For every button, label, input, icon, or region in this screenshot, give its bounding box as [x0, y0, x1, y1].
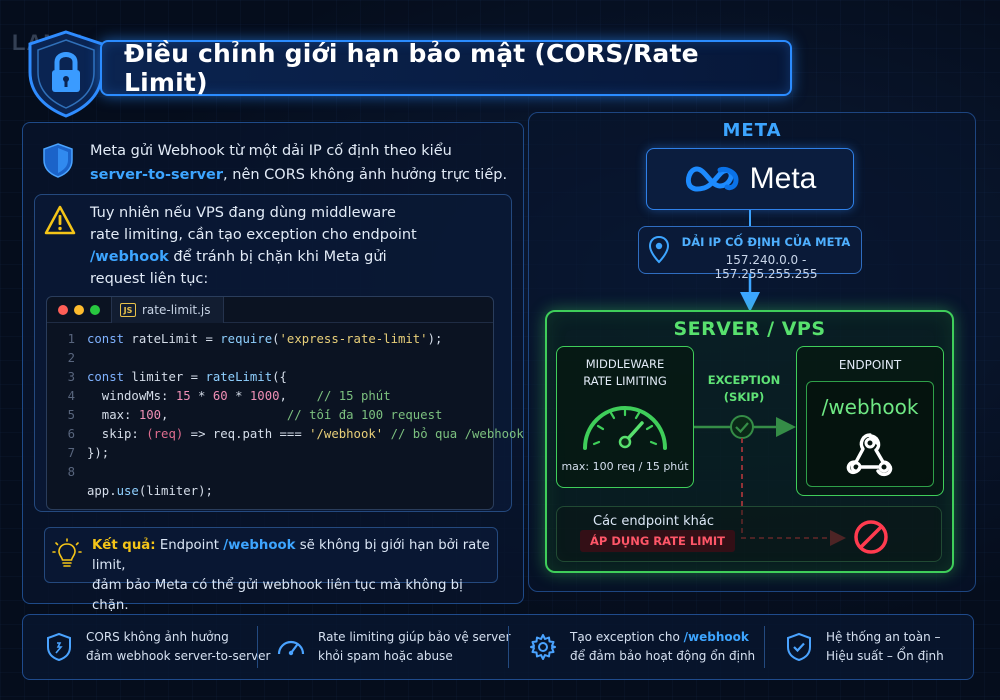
code-file-tab[interactable]: JS rate-limit.js	[111, 297, 224, 323]
code-line-4: 4 windowMs: 15 * 60 * 1000, // 15 phút	[67, 389, 391, 403]
shield-icon	[47, 632, 71, 662]
speedometer-icon	[277, 640, 305, 656]
result-text-1: Endpoint	[155, 538, 224, 553]
feature-cors-line-1: CORS không ảnh hưởng	[86, 630, 229, 644]
feature-cors-line-2: đảm webhook server-to-server	[86, 649, 271, 663]
result-label: Kết quả:	[92, 538, 156, 553]
meta-logo-card: Meta	[646, 148, 854, 210]
feature-secure-line-2: Hiệu suất – Ổn định	[826, 649, 944, 663]
exception-label-line-1: EXCEPTION	[707, 373, 781, 387]
feature-secure-line-1: Hệ thống an toàn –	[826, 630, 941, 644]
feature-rate-limit: Rate limiting giúp bảo vệ server khỏi sp…	[276, 614, 511, 680]
result-text-2: sẽ không bị giới hạn bởi rate limit,	[92, 538, 490, 573]
exception-label-line-2: (SKIP)	[723, 390, 765, 404]
location-pin-icon	[648, 236, 670, 264]
feature-exception-pre: Tạo exception cho	[570, 630, 684, 644]
warning-line-3-rest: để tránh bị chặn khi Meta gửi	[168, 249, 387, 265]
meta-infinity-icon	[685, 166, 739, 192]
warning-text: Tuy nhiên nếu VPS đang dùng middleware r…	[90, 202, 500, 290]
code-line-2: 2	[67, 351, 75, 365]
close-dot	[58, 305, 68, 315]
middleware-title-line-1: MIDDLEWARE	[585, 357, 665, 371]
middleware-caption: max: 100 req / 15 phút	[561, 460, 689, 473]
code-line-8: 8	[67, 465, 75, 479]
warning-highlight: /webhook	[90, 249, 169, 265]
intro-text: Meta gửi Webhook từ một dải IP cố định t…	[90, 139, 510, 187]
feature-divider	[764, 626, 765, 668]
middleware-title-line-2: RATE LIMITING	[583, 374, 667, 388]
result-line-2: đảm bảo Meta có thể gửi webhook liên tục…	[92, 578, 463, 613]
code-line-7: 7});	[67, 446, 110, 460]
result-highlight: /webhook	[223, 538, 296, 553]
shield-lock-icon	[28, 30, 104, 118]
shield-icon	[43, 143, 73, 178]
ip-range-title: DẢI IP CỐ ĐỊNH CỦA META	[681, 235, 851, 249]
warning-line-2: rate limiting, cần tạo exception cho end…	[90, 227, 417, 243]
warning-line-4: request liên tục:	[90, 271, 209, 287]
intro-line-1: Meta gửi Webhook từ một dải IP cố định t…	[90, 143, 452, 159]
endpoint-title: ENDPOINT	[838, 358, 902, 372]
endpoint-path: /webhook	[821, 395, 919, 419]
title-banner: Điều chỉnh giới hạn bảo mật (CORS/Rate L…	[100, 39, 792, 97]
intro-highlight: server-to-server	[90, 167, 224, 183]
middleware-box	[556, 346, 694, 488]
feature-cors: CORS không ảnh hưởng đảm webhook server-…	[44, 614, 270, 680]
feature-rate-limit-line-1: Rate limiting giúp bảo vệ server	[318, 630, 511, 644]
shield-check-icon	[787, 632, 811, 662]
exception-check-mark	[735, 422, 749, 434]
webhook-icon	[846, 433, 893, 477]
ip-range-card	[638, 226, 862, 274]
warning-line-1: Tuy nhiên nếu VPS đang dùng middleware	[90, 205, 396, 221]
feature-exception-line-1: Tạo exception cho /webhook	[570, 628, 755, 647]
feature-exception: Tạo exception cho /webhook để đảm bảo ho…	[528, 614, 755, 680]
feature-bar	[22, 614, 974, 680]
maximize-dot	[90, 305, 100, 315]
intro-line-2-rest: , nên CORS không ảnh hưởng trực tiếp.	[223, 167, 508, 183]
ip-range-value: 157.240.0.0 - 157.255.255.255	[714, 253, 818, 281]
lightbulb-icon	[52, 538, 82, 567]
gear-icon	[530, 634, 556, 660]
other-endpoints-title: Các endpoint khác	[593, 514, 714, 529]
code-line-6: 6 skip: (req) => req.path === '/webhook'…	[67, 427, 524, 441]
code-window-titlebar: JS rate-limit.js	[47, 297, 493, 323]
warning-icon	[44, 205, 76, 235]
feature-rate-limit-line-2: khỏi spam hoặc abuse	[318, 649, 453, 663]
result-box	[44, 527, 498, 583]
blocked-icon	[854, 520, 888, 554]
page-title: Điều chỉnh giới hạn bảo mật (CORS/Rate L…	[124, 39, 699, 97]
middleware-title: MIDDLEWARE RATE LIMITING	[556, 356, 694, 390]
feature-secure: Hệ thống an toàn – Hiệu suất – Ổn định	[784, 614, 944, 680]
feature-exception-highlight: /webhook	[683, 630, 749, 644]
speedometer-gauge-icon	[583, 406, 667, 450]
warning-line-3: /webhook để tránh bị chặn khi Meta gửi	[90, 246, 500, 268]
intro-line-2: server-to-server, nên CORS không ảnh hưở…	[90, 163, 510, 187]
code-line-5: 5 max: 100, // tối đa 100 request	[67, 408, 443, 422]
meta-logo-text: Meta	[749, 162, 817, 195]
feature-exception-line-2: để đảm bảo hoạt động ổn định	[570, 649, 756, 663]
meta-label: META	[722, 120, 782, 141]
server-title: SERVER / VPS	[673, 318, 826, 340]
result-text: Kết quả: Endpoint /webhook sẽ không bị g…	[92, 536, 492, 616]
js-file-icon: JS	[120, 303, 136, 317]
result-line-1: Kết quả: Endpoint /webhook sẽ không bị g…	[92, 536, 492, 576]
exception-label: EXCEPTION (SKIP)	[700, 372, 788, 406]
code-line-9: app.use(limiter);	[87, 484, 213, 498]
minimize-dot	[74, 305, 84, 315]
code-filename: rate-limit.js	[142, 303, 211, 317]
apply-rate-limit-badge: ÁP DỤNG RATE LIMIT	[580, 530, 736, 552]
feature-divider	[257, 626, 258, 668]
feature-divider	[508, 626, 509, 668]
